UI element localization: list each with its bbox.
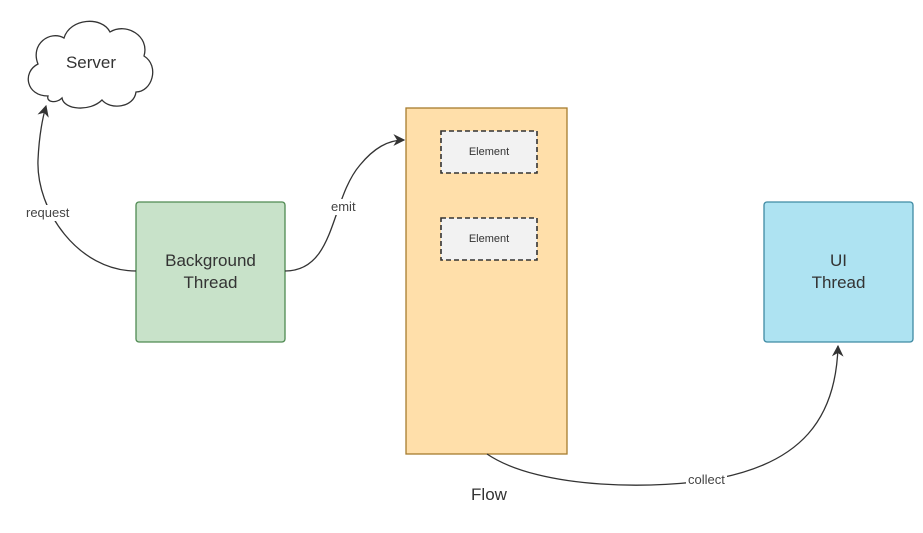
flow-label: Flow [471, 485, 507, 504]
emit-edge-label: emit [329, 199, 358, 215]
element-label-1: Element [468, 146, 510, 158]
server-cloud-shape [27, 20, 154, 109]
element-label-2: Element [468, 233, 510, 245]
background-thread-box [135, 201, 286, 343]
element-box-2 [440, 217, 538, 261]
ui-thread-label: UI Thread [811, 251, 866, 292]
request-edge-label: request [24, 205, 72, 221]
collect-edge-label: collect [686, 472, 727, 488]
element-box-1 [440, 130, 538, 174]
ui-thread-box [763, 201, 914, 343]
request-edge [37, 104, 137, 272]
background-thread-label: Background Thread [165, 251, 256, 292]
emit-edge [284, 134, 406, 272]
server-label: Server [65, 53, 117, 72]
